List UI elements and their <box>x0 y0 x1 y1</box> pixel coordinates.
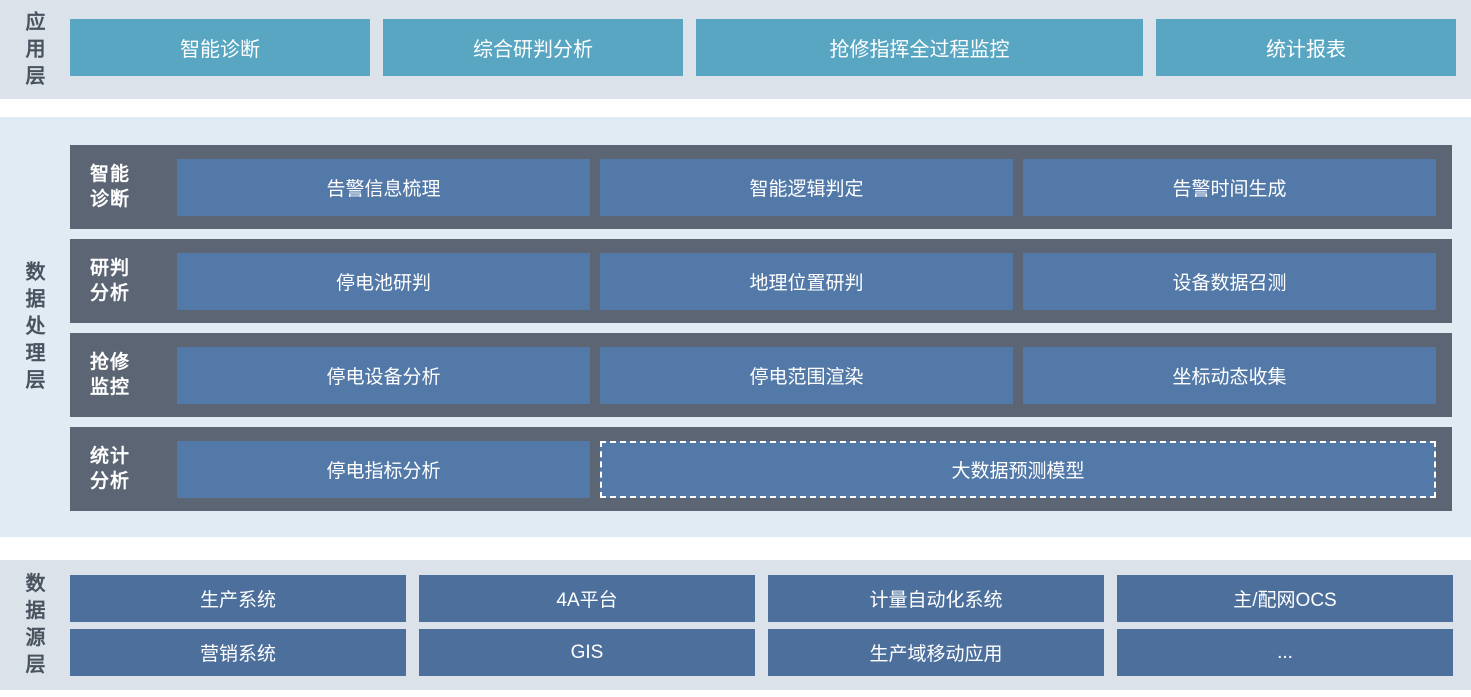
row-label-repair-monitoring: 抢修 监控 <box>90 352 131 398</box>
process-box-alarm-info-sorting: 告警信息梳理 <box>177 158 590 216</box>
application-layer-label: 应 用 层 <box>25 11 47 87</box>
app-block-statistical-reports: 统计报表 <box>1156 19 1456 76</box>
source-box-production-mobile-app: 生产域移动应用 <box>768 629 1104 676</box>
source-box-4a-platform: 4A平台 <box>419 575 755 622</box>
source-box-ellipsis: ... <box>1117 629 1453 676</box>
row-label-statistical-analysis: 统计 分析 <box>90 446 131 492</box>
process-box-coordinate-dynamic-collection: 坐标动态收集 <box>1023 346 1436 404</box>
process-box-geographic-location-analysis: 地理位置研判 <box>600 252 1013 310</box>
data-processing-layer-band: 数 据 处 理 层 智能 诊断 告警信息梳理 智能逻辑判定 告警时间生成 研判 … <box>0 117 1471 537</box>
process-box-intelligent-logic-judgement: 智能逻辑判定 <box>600 158 1013 216</box>
source-box-metering-automation-system: 计量自动化系统 <box>768 575 1104 622</box>
app-block-comprehensive-analysis: 综合研判分析 <box>383 19 683 76</box>
data-processing-layer-label: 数 据 处 理 层 <box>25 261 47 392</box>
source-row-2: 营销系统 GIS 生产域移动应用 ... <box>70 629 1454 676</box>
row-boxes: 停电池研判 地理位置研判 设备数据召测 <box>177 252 1436 310</box>
processing-row-repair-monitoring: 抢修 监控 停电设备分析 停电范围渲染 坐标动态收集 <box>70 333 1452 417</box>
processing-row-research-analysis: 研判 分析 停电池研判 地理位置研判 设备数据召测 <box>70 239 1452 323</box>
source-row-1: 生产系统 4A平台 计量自动化系统 主/配网OCS <box>70 575 1454 622</box>
row-boxes: 停电设备分析 停电范围渲染 坐标动态收集 <box>177 346 1436 404</box>
source-box-gis: GIS <box>419 629 755 676</box>
data-processing-rows: 智能 诊断 告警信息梳理 智能逻辑判定 告警时间生成 研判 分析 停电池研判 地… <box>70 145 1452 511</box>
process-box-device-data-recall: 设备数据召测 <box>1023 252 1436 310</box>
processing-row-statistical-analysis: 统计 分析 停电指标分析 大数据预测模型 <box>70 427 1452 511</box>
source-box-main-distribution-ocs: 主/配网OCS <box>1117 575 1453 622</box>
data-source-rows: 生产系统 4A平台 计量自动化系统 主/配网OCS 营销系统 GIS 生产域移动… <box>70 575 1454 676</box>
row-boxes: 停电指标分析 大数据预测模型 <box>177 440 1436 498</box>
source-box-production-system: 生产系统 <box>70 575 406 622</box>
process-box-big-data-prediction-model: 大数据预测模型 <box>600 440 1436 498</box>
source-box-marketing-system: 营销系统 <box>70 629 406 676</box>
application-layer-buttons: 智能诊断 综合研判分析 抢修指挥全过程监控 统计报表 <box>70 19 1456 76</box>
row-label-research-analysis: 研判 分析 <box>90 258 131 304</box>
data-source-layer-label: 数 据 源 层 <box>25 573 47 676</box>
row-boxes: 告警信息梳理 智能逻辑判定 告警时间生成 <box>177 158 1436 216</box>
processing-row-intelligent-diagnosis: 智能 诊断 告警信息梳理 智能逻辑判定 告警时间生成 <box>70 145 1452 229</box>
process-box-outage-device-analysis: 停电设备分析 <box>177 346 590 404</box>
bottom-margin <box>0 690 1471 697</box>
row-label-intelligent-diagnosis: 智能 诊断 <box>90 164 131 210</box>
process-box-alarm-time-generation: 告警时间生成 <box>1023 158 1436 216</box>
process-box-outage-indicator-analysis: 停电指标分析 <box>177 440 590 498</box>
app-block-repair-command-monitoring: 抢修指挥全过程监控 <box>696 19 1143 76</box>
app-block-intelligent-diagnosis: 智能诊断 <box>70 19 370 76</box>
process-box-outage-range-rendering: 停电范围渲染 <box>600 346 1013 404</box>
band-separator <box>0 99 1471 117</box>
band-separator <box>0 537 1471 560</box>
application-layer-band: 应 用 层 智能诊断 综合研判分析 抢修指挥全过程监控 统计报表 <box>0 0 1471 99</box>
process-box-outage-battery-analysis: 停电池研判 <box>177 252 590 310</box>
data-source-layer-band: 数 据 源 层 生产系统 4A平台 计量自动化系统 主/配网OCS 营销系统 G… <box>0 560 1471 690</box>
